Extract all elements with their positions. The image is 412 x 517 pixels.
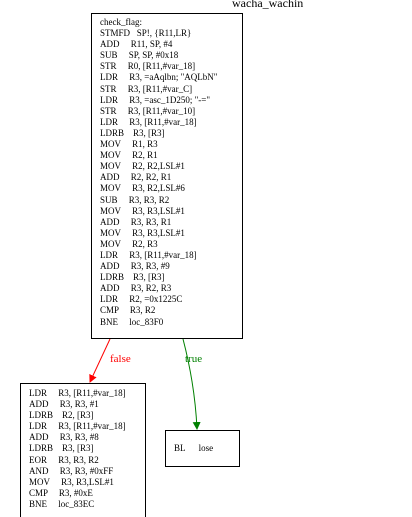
instruction-line: LDRB R2, [R3]	[29, 410, 94, 421]
instruction-line: check_flag:	[100, 17, 142, 27]
instruction-line: LDR R2, =0x1225C	[100, 294, 183, 305]
false-edge-label: false	[110, 353, 131, 365]
instruction-line: MOV R3, R3,LSL#1	[29, 476, 114, 487]
instruction-line: AND R3, R3, #0xFF	[29, 465, 114, 476]
instruction-line: LDR R3, =aAqlbn; "AQLbN"	[100, 72, 218, 83]
instruction-line: LDRB R3, [R3]	[100, 127, 165, 138]
instruction-line: ADD R11, SP, #4	[100, 39, 173, 50]
instruction-line: MOV R2, R1	[100, 150, 158, 161]
code-block-lose[interactable]: BL lose	[165, 430, 240, 467]
instruction-line: MOV R3, R2,LSL#6	[100, 183, 185, 194]
instruction-line: LDR R3, [R11,#var_18]	[100, 116, 197, 127]
instruction-line: STR R0, [R11,#var_18]	[100, 61, 196, 72]
instruction-line: LDR R3, =asc_1D250; "-="	[100, 94, 210, 105]
code-block-check-flag[interactable]: check_flag:STMFD SP!, {R11,LR}ADD R11, S…	[91, 13, 243, 339]
true-edge-label: true	[185, 353, 203, 365]
instruction-line: MOV R1, R3	[100, 139, 158, 150]
instruction-line: SUB SP, SP, #0x18	[100, 50, 179, 61]
instruction-line: CMP R3, R2	[100, 305, 156, 316]
instruction-line: STR R3, [R11,#var_10]	[100, 105, 196, 116]
instruction-line: CMP R3, #0xE	[29, 487, 93, 498]
true-edge	[182, 338, 201, 430]
instruction-line: ADD R3, R3, #8	[29, 432, 99, 443]
instruction-line: SUB R3, R3, R2	[100, 194, 170, 205]
instruction-line: STR R3, [R11,#var_C]	[100, 83, 193, 94]
instruction-line: MOV R2, R3	[100, 238, 158, 249]
instruction-line: LDR R3, [R11,#var_18]	[100, 249, 197, 260]
instruction-line: BNE loc_83EC	[29, 498, 95, 509]
instruction-line: ADD R3, R3, R1	[100, 216, 172, 227]
instruction-line: STMFD SP!, {R11,LR}	[100, 28, 192, 39]
instruction-line: LDR R3, [R11,#var_18]	[29, 388, 126, 398]
instruction-line: MOV R2, R2,LSL#1	[100, 161, 185, 172]
instruction-line: ADD R2, R2, R1	[100, 172, 172, 183]
instruction-line: LDR R3, [R11,#var_18]	[29, 421, 126, 432]
graph-title: wacha_wachin	[232, 0, 304, 10]
instruction-line: MOV R3, R3,LSL#1	[100, 227, 185, 238]
instruction-line: LDRB R3, [R3]	[100, 272, 165, 283]
instruction-line: ADD R3, R2, R3	[100, 283, 172, 294]
instruction-line: EOR R3, R3, R2	[29, 454, 99, 465]
false-edge	[89, 338, 111, 383]
instruction-line: ADD R3, R3, #9	[100, 261, 170, 272]
instruction-line: LDRB R3, [R3]	[29, 443, 94, 454]
instruction-line: BL lose	[174, 443, 214, 453]
instruction-line: BNE loc_83F0	[100, 316, 164, 327]
instruction-line: ADD R3, R3, #1	[29, 399, 99, 410]
instruction-line: MOV R3, R3,LSL#1	[100, 205, 185, 216]
